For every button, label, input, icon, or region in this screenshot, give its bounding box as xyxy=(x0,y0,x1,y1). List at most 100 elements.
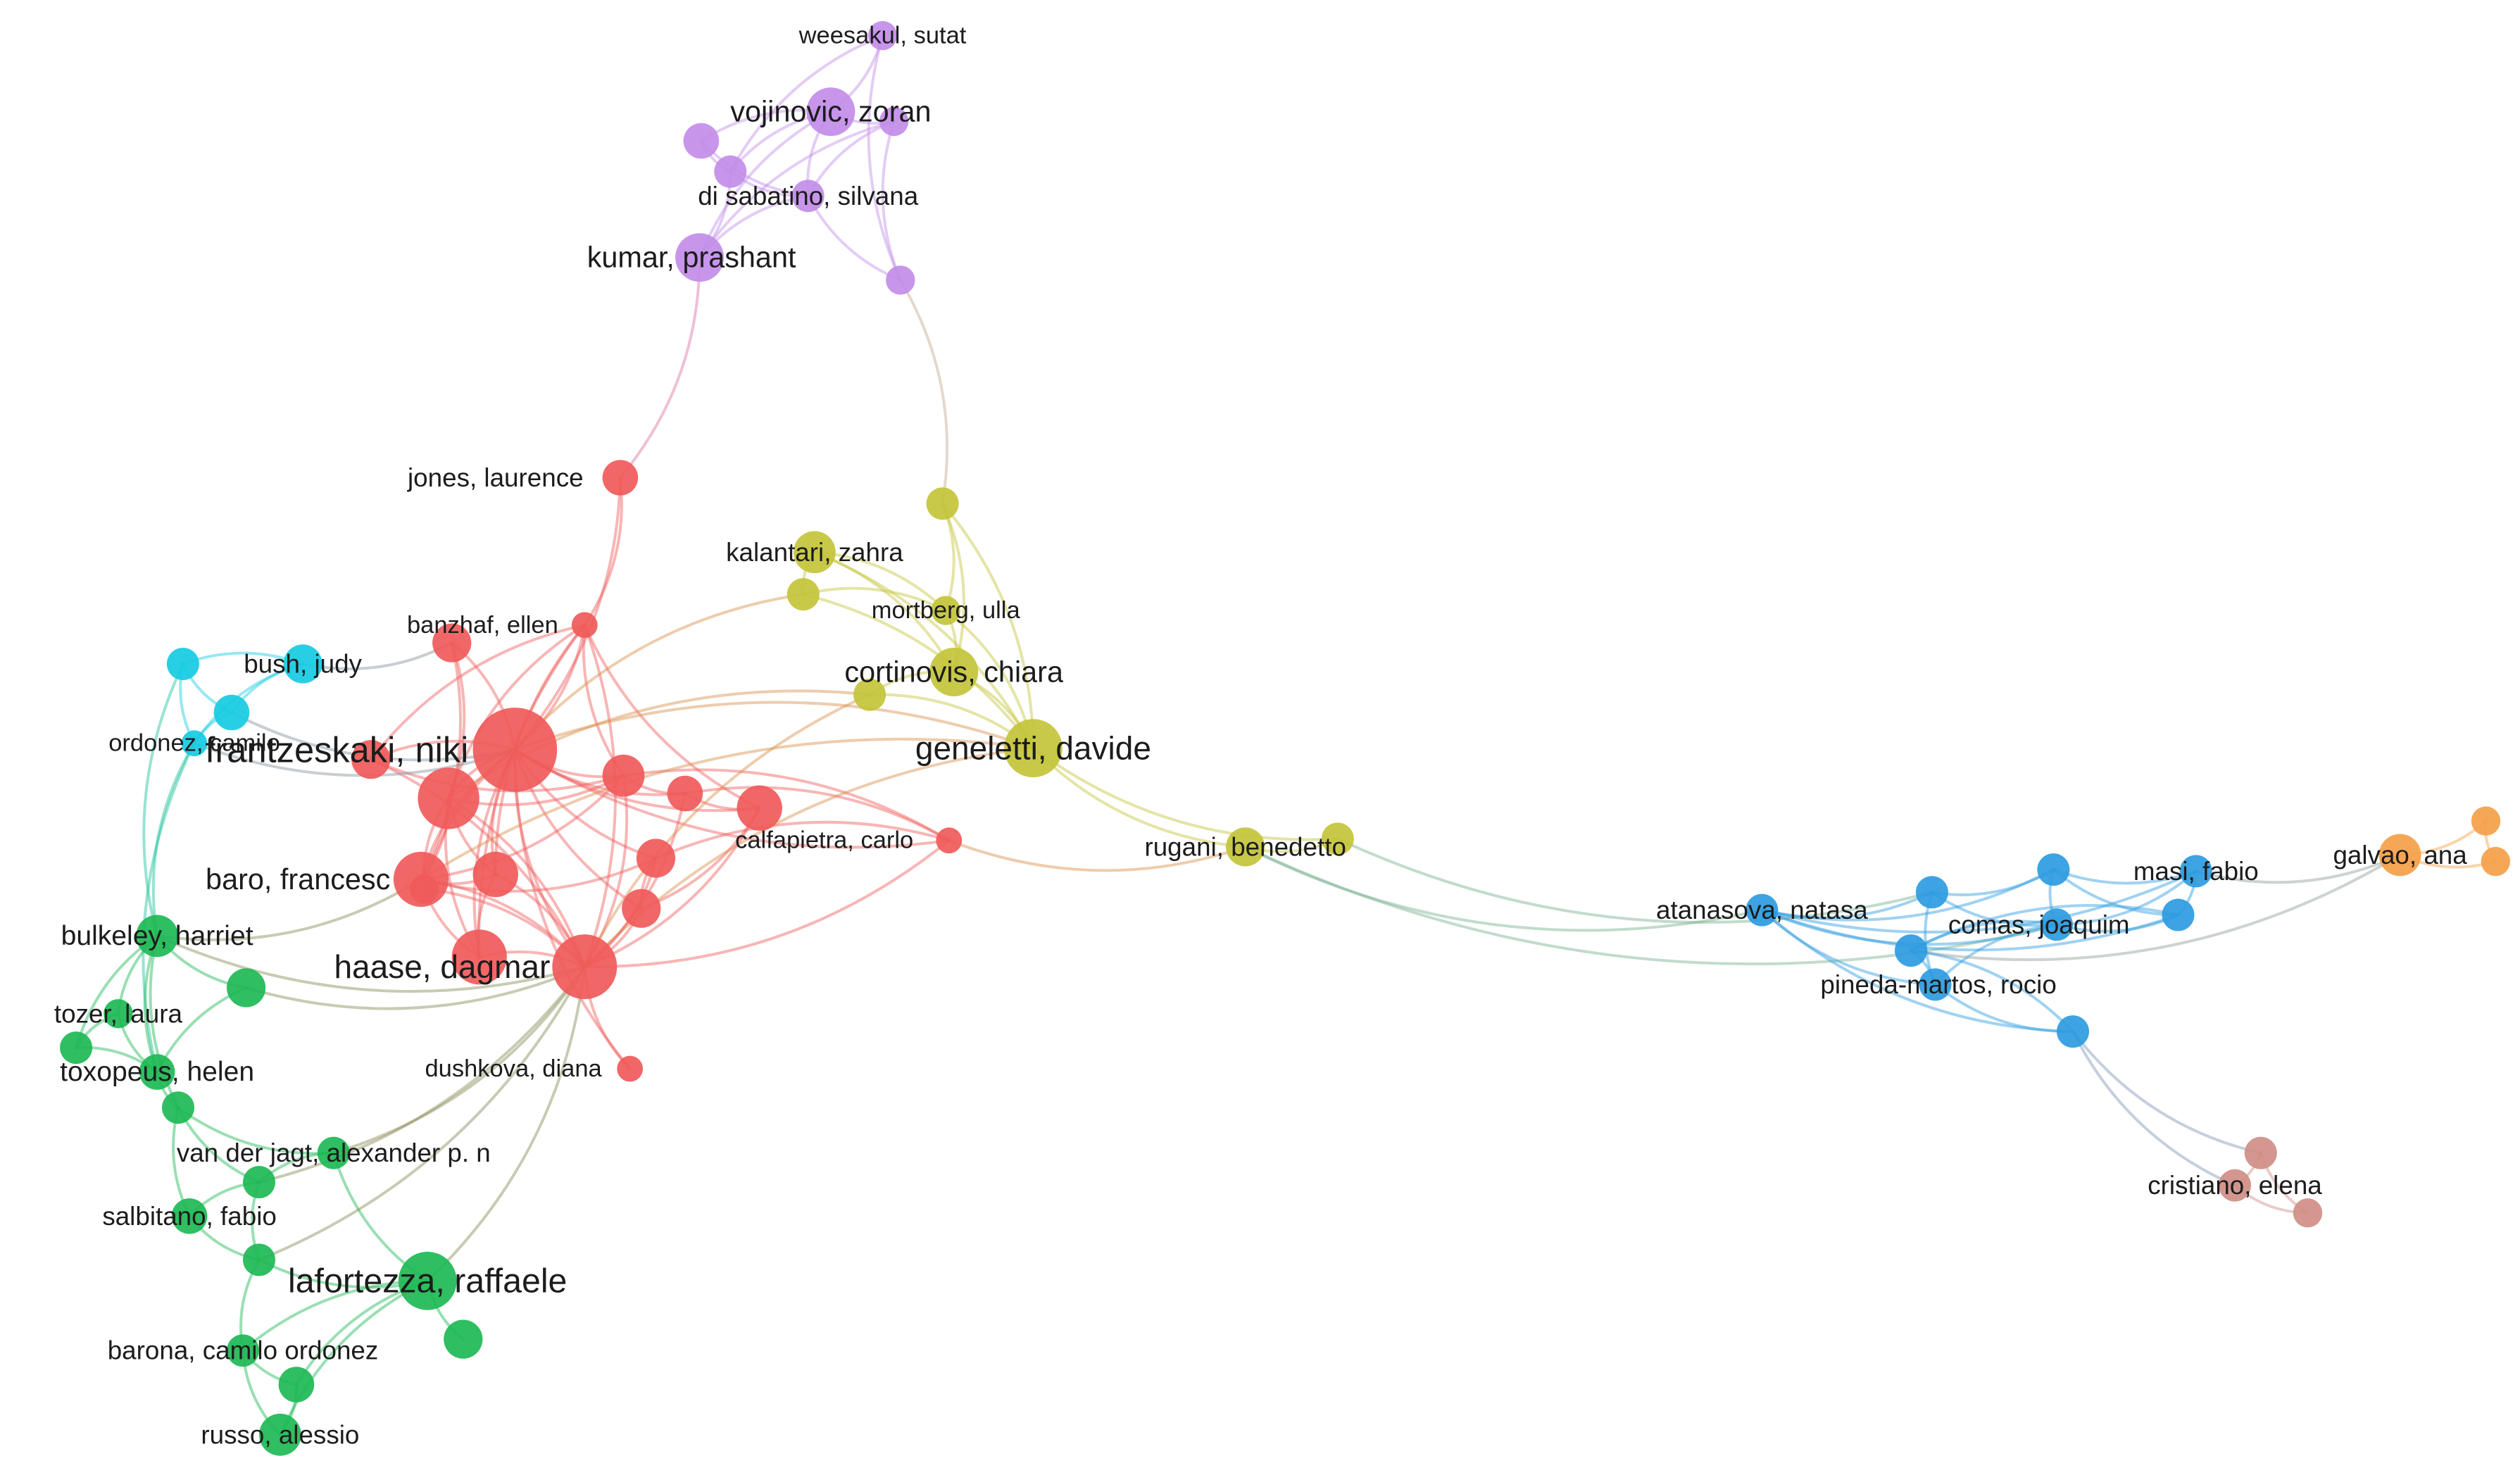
label-baro: baro, francesc xyxy=(206,863,390,896)
node-dushkova[interactable] xyxy=(617,1055,644,1082)
node-p4[interactable] xyxy=(886,265,915,295)
node-lafortezza[interactable] xyxy=(398,1251,457,1310)
edge-y3-haase xyxy=(583,693,872,969)
node-o1[interactable] xyxy=(2471,806,2501,836)
node-atanasova[interactable] xyxy=(1745,893,1779,927)
node-comas[interactable] xyxy=(2041,908,2073,941)
node-russo[interactable] xyxy=(259,1413,301,1456)
node-g2[interactable] xyxy=(60,1031,93,1065)
node-haase[interactable] xyxy=(552,934,618,1000)
node-r4[interactable] xyxy=(451,929,507,985)
edge-frantzeskaki-calfapietra xyxy=(513,748,951,849)
node-r9[interactable] xyxy=(622,889,661,928)
node-y3[interactable] xyxy=(853,678,886,711)
node-salbitano[interactable] xyxy=(171,1198,208,1234)
edge-g1-haase xyxy=(244,965,587,1010)
node-y2[interactable] xyxy=(786,578,820,611)
node-toxopeus[interactable] xyxy=(139,1054,175,1090)
node-b1[interactable] xyxy=(1915,876,1948,909)
node-frantzeskaki[interactable] xyxy=(472,708,558,792)
node-p3[interactable] xyxy=(879,106,909,137)
label-galvao: galvao, ana xyxy=(2333,841,2467,870)
node-c2[interactable] xyxy=(213,694,250,731)
node-ordonez[interactable] xyxy=(181,730,208,757)
node-barona[interactable] xyxy=(227,1334,259,1367)
node-r2[interactable] xyxy=(432,623,472,663)
node-vojinovic[interactable] xyxy=(806,87,855,137)
label-lafortezza: lafortezza, raffaele xyxy=(288,1262,567,1300)
edge-atanasova-pineda xyxy=(1760,908,1937,986)
node-b4[interactable] xyxy=(2057,1015,2089,1048)
node-kalantari[interactable] xyxy=(794,531,836,574)
node-kumar[interactable] xyxy=(675,233,725,282)
node-g1[interactable] xyxy=(227,968,266,1008)
node-b3[interactable] xyxy=(2162,898,2195,931)
node-br2[interactable] xyxy=(2293,1198,2323,1228)
node-cristiano[interactable] xyxy=(2219,1169,2251,1202)
node-r3[interactable] xyxy=(472,851,518,898)
edge-b1-b2 xyxy=(1930,868,2055,896)
node-bush[interactable] xyxy=(283,644,322,684)
node-pineda[interactable] xyxy=(1919,968,1952,1001)
node-g6[interactable] xyxy=(444,1319,483,1359)
node-r1[interactable] xyxy=(418,767,479,829)
node-r11[interactable] xyxy=(409,874,439,904)
edge-bulkeley-baro xyxy=(156,877,422,941)
node-calfapietra[interactable] xyxy=(936,827,963,854)
node-g7[interactable] xyxy=(278,1367,315,1402)
node-c1[interactable] xyxy=(166,648,199,680)
node-bulkeley[interactable] xyxy=(136,915,179,958)
edge-atanasova-b2 xyxy=(1760,868,2055,922)
node-vanderjagt[interactable] xyxy=(317,1136,350,1169)
label-disabatino: di sabatino, silvana xyxy=(698,182,919,211)
node-masi[interactable] xyxy=(2179,855,2212,888)
node-o2[interactable] xyxy=(2481,846,2510,877)
node-r7[interactable] xyxy=(636,839,676,878)
node-weesakul[interactable] xyxy=(867,20,898,51)
edge-atanasova-masi xyxy=(1760,870,2198,934)
label-tozer: tozer, laura xyxy=(54,999,183,1028)
node-br1[interactable] xyxy=(2244,1136,2277,1169)
node-disabatino[interactable] xyxy=(791,180,825,213)
edge-haase-calfapietra xyxy=(583,839,951,969)
node-p2[interactable] xyxy=(714,155,747,188)
node-r5[interactable] xyxy=(351,740,391,779)
node-galvao[interactable] xyxy=(2378,834,2421,877)
edge-bulkeley-haase xyxy=(156,934,587,993)
edge-frantzeskaki-dushkova xyxy=(513,748,632,1070)
node-mortberg[interactable] xyxy=(931,596,960,625)
node-b2[interactable] xyxy=(2037,853,2070,886)
node-g4[interactable] xyxy=(243,1166,275,1198)
edge-b5-galvao xyxy=(1910,853,2402,962)
node-geneletti[interactable] xyxy=(1004,719,1062,777)
node-r10[interactable] xyxy=(736,785,782,831)
node-b5[interactable] xyxy=(1895,934,1927,967)
node-y1[interactable] xyxy=(926,487,959,520)
node-r8[interactable] xyxy=(667,775,703,812)
node-banzhaf[interactable] xyxy=(571,612,598,639)
edge-b3-b5 xyxy=(1910,903,2180,953)
node-rugani[interactable] xyxy=(1226,827,1265,867)
edge-weesakul-p2 xyxy=(729,34,884,173)
label-masi: masi, fabio xyxy=(2133,857,2259,886)
node-cortinovis[interactable] xyxy=(929,648,979,696)
node-g3[interactable] xyxy=(162,1091,194,1124)
label-mortberg: mortberg, ulla xyxy=(872,597,1021,624)
edge-b4-cristiano xyxy=(2071,1030,2236,1187)
node-tozer[interactable] xyxy=(104,999,133,1029)
edge-banzhaf-r6 xyxy=(582,623,625,777)
node-r6[interactable] xyxy=(602,754,645,797)
edge-mortberg-y2 xyxy=(801,586,948,613)
label-toxopeus: toxopeus, helen xyxy=(60,1057,254,1087)
edge-comas-pineda xyxy=(1933,923,2058,986)
node-p1[interactable] xyxy=(683,123,720,159)
edge-b4-b5 xyxy=(1910,949,2074,1034)
label-comas: comas, joaquim xyxy=(1948,910,2130,939)
node-y4[interactable] xyxy=(1321,822,1354,855)
label-ordonez: ordonez, camilo xyxy=(108,730,280,757)
node-g5[interactable] xyxy=(243,1243,275,1276)
edge-calfapietra-r7 xyxy=(654,820,951,860)
node-jones[interactable] xyxy=(602,460,639,496)
edge-geneletti-y1 xyxy=(941,502,1035,750)
